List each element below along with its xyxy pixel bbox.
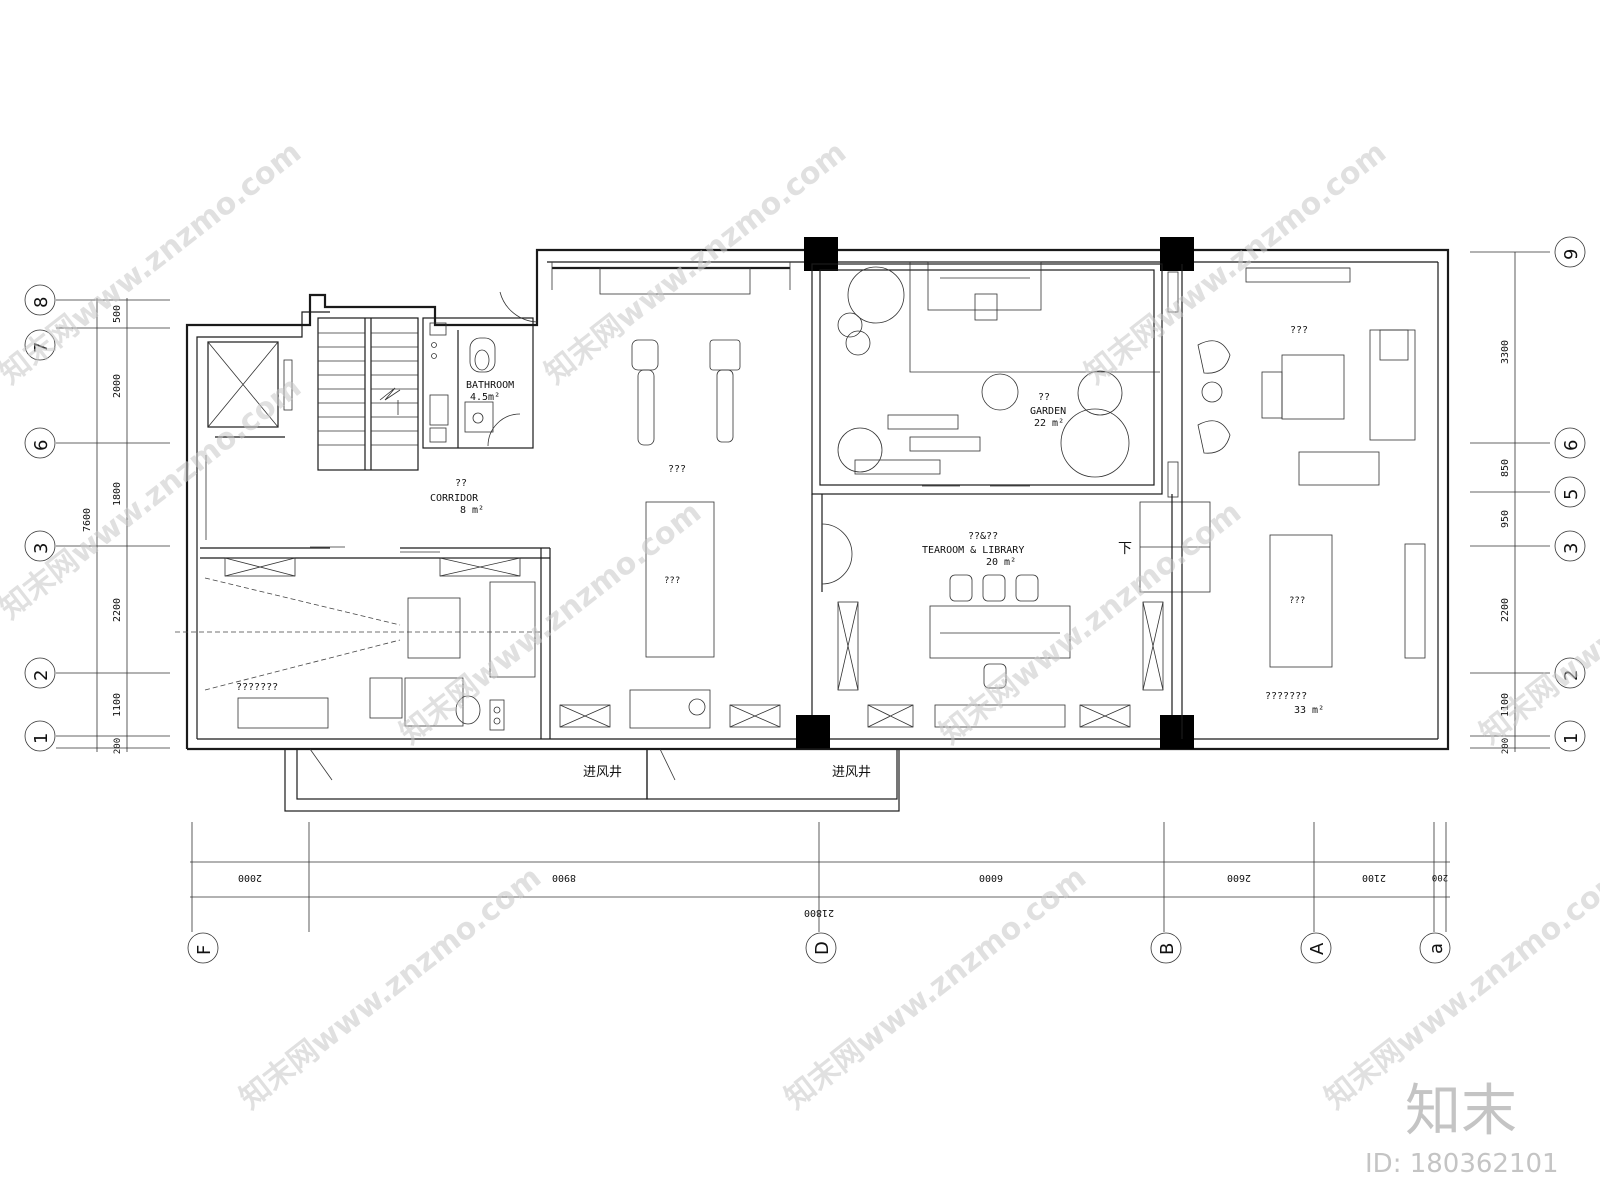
bottom-dimension-line xyxy=(190,822,1450,932)
bottom-grid-bubbles xyxy=(187,932,1451,964)
grid-left-8: 8 xyxy=(31,297,52,308)
living-name: ??????? xyxy=(1265,691,1307,702)
shaft-label-1: 进风井 xyxy=(583,765,622,780)
grid-right-2: 2 xyxy=(1561,670,1582,681)
grid-left-3: 3 xyxy=(31,543,52,554)
grid-bottom-F: F xyxy=(194,945,215,955)
tearoom-label: TEAROOM & LIBRARY xyxy=(922,545,1024,556)
staircase xyxy=(317,317,419,471)
grid-bottom-A: A xyxy=(1307,942,1328,955)
dim-left-200: 200 xyxy=(113,738,123,754)
dim-left-1800: 1800 xyxy=(112,482,123,506)
outer-walls xyxy=(185,248,1450,751)
dim-right-2200: 2200 xyxy=(1500,598,1511,622)
dim-bottom-2100: 2100 xyxy=(1362,872,1386,883)
grid-bottom-D: D xyxy=(812,941,833,955)
garden-area: 22 m² xyxy=(1034,418,1064,429)
grid-right-6: 6 xyxy=(1561,440,1582,451)
brand-logo: 知末 xyxy=(1405,1079,1517,1144)
dim-bottom-2600: 2600 xyxy=(1227,872,1251,883)
structural-columns xyxy=(796,237,1194,749)
watermarks: 知末网www.znzmo.com 知末网www.znzmo.com 知末网www… xyxy=(0,135,1600,1117)
dim-bottom-total: 21800 xyxy=(804,907,834,918)
left-dimension-line xyxy=(56,298,170,752)
watermark-8: 知末网www.znzmo.com xyxy=(233,860,548,1117)
gym-label: ??? xyxy=(668,464,686,475)
grid-left-1: 1 xyxy=(31,733,52,744)
watermark-5: 知末网www.znzmo.com xyxy=(393,495,708,752)
living-label: ??? xyxy=(1290,325,1308,336)
bathroom-area: 4.5m² xyxy=(470,392,500,403)
dim-left-1100: 1100 xyxy=(112,693,123,717)
bedroom-name: ??????? xyxy=(236,682,278,693)
living-table-label: ??? xyxy=(1289,596,1305,606)
gym-table-label: ??? xyxy=(664,576,680,586)
grid-right-9: 9 xyxy=(1561,249,1582,260)
living-room xyxy=(1181,264,1426,739)
dim-left-2200: 2200 xyxy=(112,598,123,622)
watermark-3: 知末网www.znzmo.com xyxy=(1078,135,1393,392)
corridor-area: 8 m² xyxy=(460,505,484,516)
watermark-1: 知末网www.znzmo.com xyxy=(0,135,308,392)
dim-right-850: 850 xyxy=(1500,459,1511,477)
garden-code: ?? xyxy=(1038,392,1050,403)
dim-right-3300: 3300 xyxy=(1500,340,1511,364)
grid-bottom-B: B xyxy=(1157,943,1178,955)
corridor-label: CORRIDOR xyxy=(430,493,479,504)
grid-left-6: 6 xyxy=(31,440,52,451)
grid-right-5: 5 xyxy=(1561,489,1582,500)
living-area: 33 m² xyxy=(1294,705,1324,716)
dim-right-200: 200 xyxy=(1501,738,1511,754)
dim-left-500: 500 xyxy=(112,305,123,323)
dim-left-2000: 2000 xyxy=(112,374,123,398)
right-dimension-line xyxy=(1470,251,1550,752)
dim-bottom-8900: 8900 xyxy=(552,872,576,883)
grid-left-2: 2 xyxy=(31,670,52,681)
dim-right-1100: 1100 xyxy=(1500,693,1511,717)
watermark-9: 知末网www.znzmo.com xyxy=(778,860,1093,1117)
bathroom xyxy=(422,317,534,449)
elevator xyxy=(207,341,293,438)
corridor-code: ?? xyxy=(455,478,467,489)
dim-left-total: 7600 xyxy=(82,508,93,532)
tearoom xyxy=(811,494,1211,728)
watermark-7: 知末网www.znzmo.com xyxy=(1473,495,1600,752)
watermark-4: 知末网www.znzmo.com xyxy=(0,370,308,627)
garden xyxy=(811,261,1179,498)
dim-bottom-6000: 6000 xyxy=(979,872,1003,883)
gym xyxy=(499,262,791,729)
tearoom-area: 20 m² xyxy=(986,557,1016,568)
bathroom-label: BATHROOM xyxy=(466,380,514,391)
air-shafts xyxy=(284,748,900,812)
brand-id: ID: 180362101 xyxy=(1365,1149,1559,1179)
grid-bottom-a: a xyxy=(1426,943,1447,954)
dim-bottom-2000: 2000 xyxy=(238,872,262,883)
stair-down-mark: 下 xyxy=(1118,541,1132,557)
grid-right-1: 1 xyxy=(1561,733,1582,744)
watermark-10: 知末网www.znzmo.com xyxy=(1318,860,1600,1117)
corridor-walls xyxy=(175,455,551,739)
right-grid-bubbles xyxy=(1554,236,1586,752)
grid-right-3: 3 xyxy=(1561,543,1582,554)
dim-right-950: 950 xyxy=(1500,510,1511,528)
shaft-label-2: 进风井 xyxy=(832,765,871,780)
left-grid-bubbles xyxy=(24,284,56,752)
tearoom-code: ??&?? xyxy=(968,531,998,542)
grid-left-7: 7 xyxy=(31,342,52,353)
dim-bottom-200: 200 xyxy=(1432,872,1448,882)
garden-label: GARDEN xyxy=(1030,406,1066,417)
